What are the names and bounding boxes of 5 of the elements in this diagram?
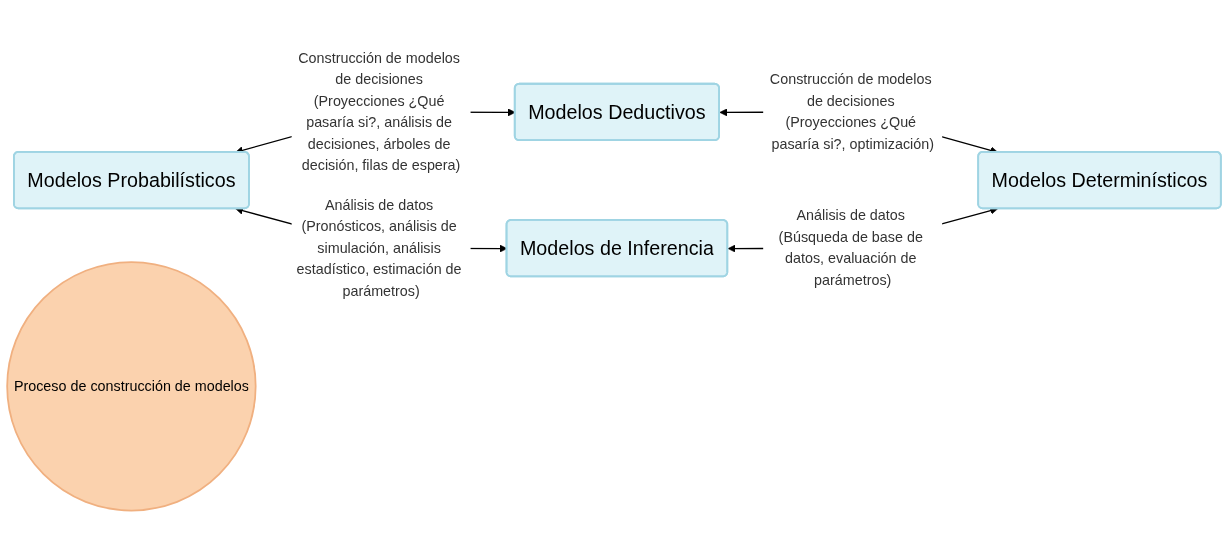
edge-label: Construcción de modelos de decisiones (Proyecciones ¿Qué pasaría si?, análisis de decisiones, árboles de decisión, filas de espera) bbox=[298, 50, 461, 173]
edge-label: Construcción de modelos de decisiones (Proyecciones ¿Qué pasaría si?, optimización) bbox=[769, 71, 934, 152]
edge-label: Análisis de datos (Pronósticos, análisis de simulación, análisis estadístico, estimación de parámetros) bbox=[296, 197, 462, 299]
node-circle: Proceso de construcción de modelos bbox=[6, 261, 257, 512]
edge-label: Análisis de datos (Búsqueda de base de datos, evaluación de parámetros) bbox=[778, 207, 923, 288]
